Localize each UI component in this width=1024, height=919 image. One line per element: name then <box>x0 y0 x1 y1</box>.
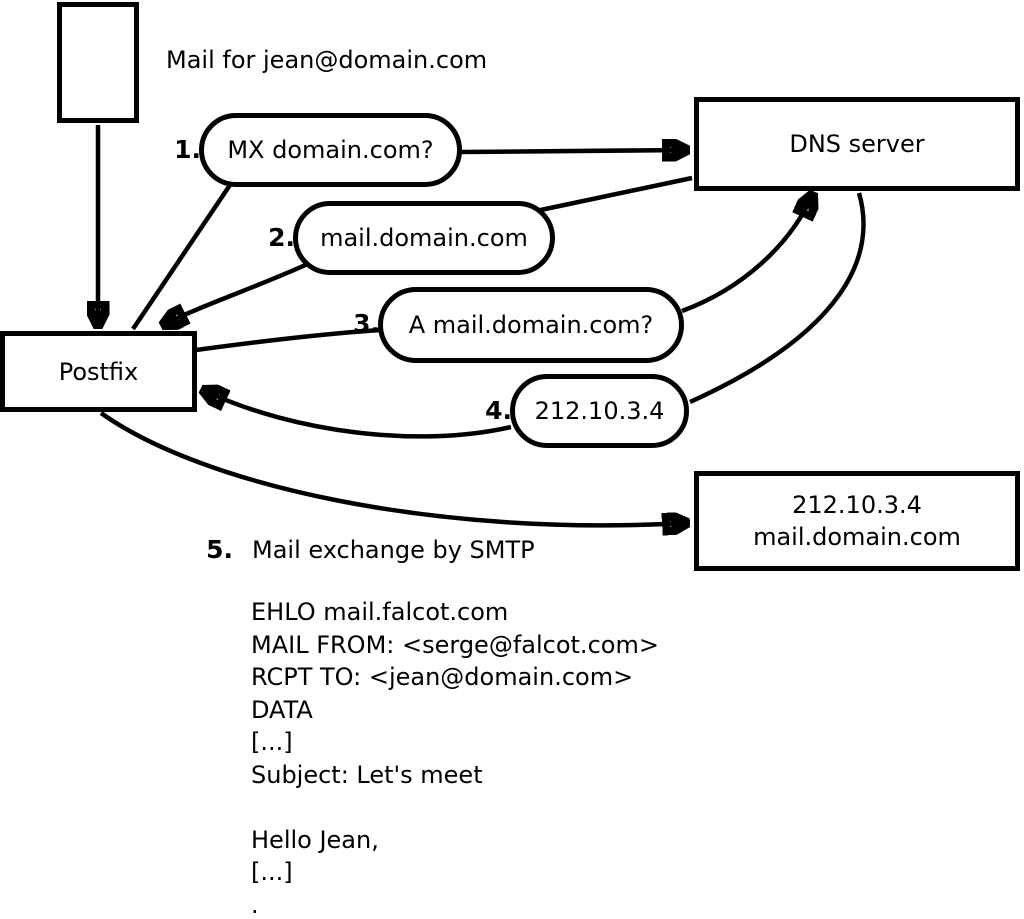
answer-mx-label: mail.domain.com <box>320 224 528 252</box>
step1-number: 1. <box>174 135 201 164</box>
arrow-answer2-to-postfix <box>165 259 313 324</box>
postfix-node: Postfix <box>0 331 197 412</box>
answer-mx-pill: mail.domain.com <box>293 201 555 275</box>
query-a-pill: A mail.domain.com? <box>378 287 684 363</box>
step2-number: 2. <box>268 223 295 252</box>
arrow-answer4-to-postfix <box>205 391 512 439</box>
query-mx-pill: MX domain.com? <box>199 113 462 187</box>
query-mx-label: MX domain.com? <box>227 136 434 164</box>
line-answer2-from-dns <box>535 175 693 214</box>
line-query3-from-postfix <box>195 327 381 353</box>
step5-number: 5. <box>206 535 233 564</box>
step4-number: 4. <box>485 396 512 425</box>
arrow-query3-to-dns <box>681 196 812 314</box>
answer-a-pill: 212.10.3.4 <box>510 374 689 448</box>
arrow-query1-to-dns <box>460 150 685 152</box>
arrow-smtp-to-mailserver <box>99 411 685 525</box>
dns-server-node: DNS server <box>694 97 1020 191</box>
step5-label: Mail exchange by SMTP <box>252 536 535 564</box>
mailserver-host-label: mail.domain.com <box>753 523 961 551</box>
step3-number: 3. <box>353 309 380 338</box>
query-a-label: A mail.domain.com? <box>408 311 654 339</box>
postfix-label: Postfix <box>58 357 139 386</box>
dns-server-label: DNS server <box>789 130 925 158</box>
smtp-session-transcript: EHLO mail.falcot.com MAIL FROM: <serge@f… <box>251 598 659 919</box>
answer-a-label: 212.10.3.4 <box>534 397 665 425</box>
diagram-title: Mail for jean@domain.com <box>166 46 488 74</box>
line-query1-from-postfix <box>131 183 232 331</box>
mailserver-ip-label: 212.10.3.4 <box>792 491 922 519</box>
mail-message-node <box>57 2 139 123</box>
line-answer4-from-dns <box>689 192 866 405</box>
mailserver-node: 212.10.3.4 mail.domain.com <box>694 471 1020 571</box>
